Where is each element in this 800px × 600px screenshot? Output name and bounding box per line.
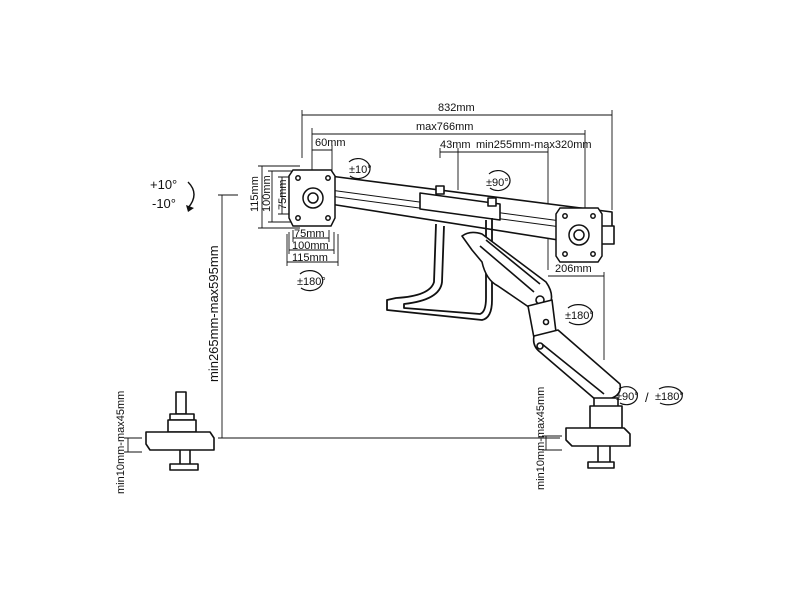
label-total-width: 832mm [438, 102, 475, 114]
label-separator: / [645, 390, 649, 405]
rotate-icon-head [348, 158, 371, 180]
label-vesa-inner: 75mm [277, 179, 289, 210]
label-desk-right: min10mm-max45mm [535, 387, 547, 490]
rotate-icon-base2 [658, 386, 683, 406]
label-base-rotate: ±180° [655, 391, 684, 403]
label-vesa-mid: 100mm [261, 175, 273, 212]
label-vesa-w-inner: 75mm [294, 228, 325, 240]
support-loop [386, 218, 493, 321]
rotation-markers [299, 158, 683, 406]
clamp-right [565, 405, 631, 469]
label-rotate-arm: ±180° [565, 310, 594, 322]
rotate-icon-arm [567, 304, 594, 326]
rotate-icon-base [618, 386, 638, 406]
crossbar [304, 175, 615, 246]
label-rotate-left: ±180° [297, 276, 326, 288]
label-tilt-head: ±10° [349, 164, 372, 176]
rotate-icon-left [299, 270, 324, 292]
label-arm-reach: 206mm [555, 263, 592, 275]
label-vesa-outer: 115mm [249, 176, 261, 212]
label-desk-left: min10mm-max45mm [115, 391, 127, 494]
clamp-left [145, 391, 215, 471]
rotate-icon-rail [488, 170, 511, 192]
label-swivel-rail: ±90° [486, 177, 509, 189]
labels: 832mm max766mm 60mm 43mm min255mm-max320… [115, 102, 684, 494]
label-vesa-w-mid: 100mm [292, 240, 329, 252]
label-tilt-up: +10° [150, 177, 177, 192]
vesa-plate-right [555, 207, 603, 263]
label-vesa-w-outer: 115mm [292, 252, 328, 264]
label-pole-height: min265mm-max595mm [206, 245, 221, 382]
tilt-arrow-icon [186, 181, 195, 212]
label-base-swivel: ±90° [616, 391, 639, 403]
label-tilt-down: -10° [152, 196, 176, 211]
label-max-arm-span: max766mm [416, 121, 473, 133]
label-arm-offset: 60mm [315, 137, 346, 149]
vesa-plate-left [288, 169, 336, 227]
gas-spring-arm [461, 231, 622, 409]
label-arm-range: min255mm-max320mm [476, 139, 592, 151]
label-rail-offset: 43mm [440, 139, 471, 151]
dimension-lines [124, 110, 613, 453]
